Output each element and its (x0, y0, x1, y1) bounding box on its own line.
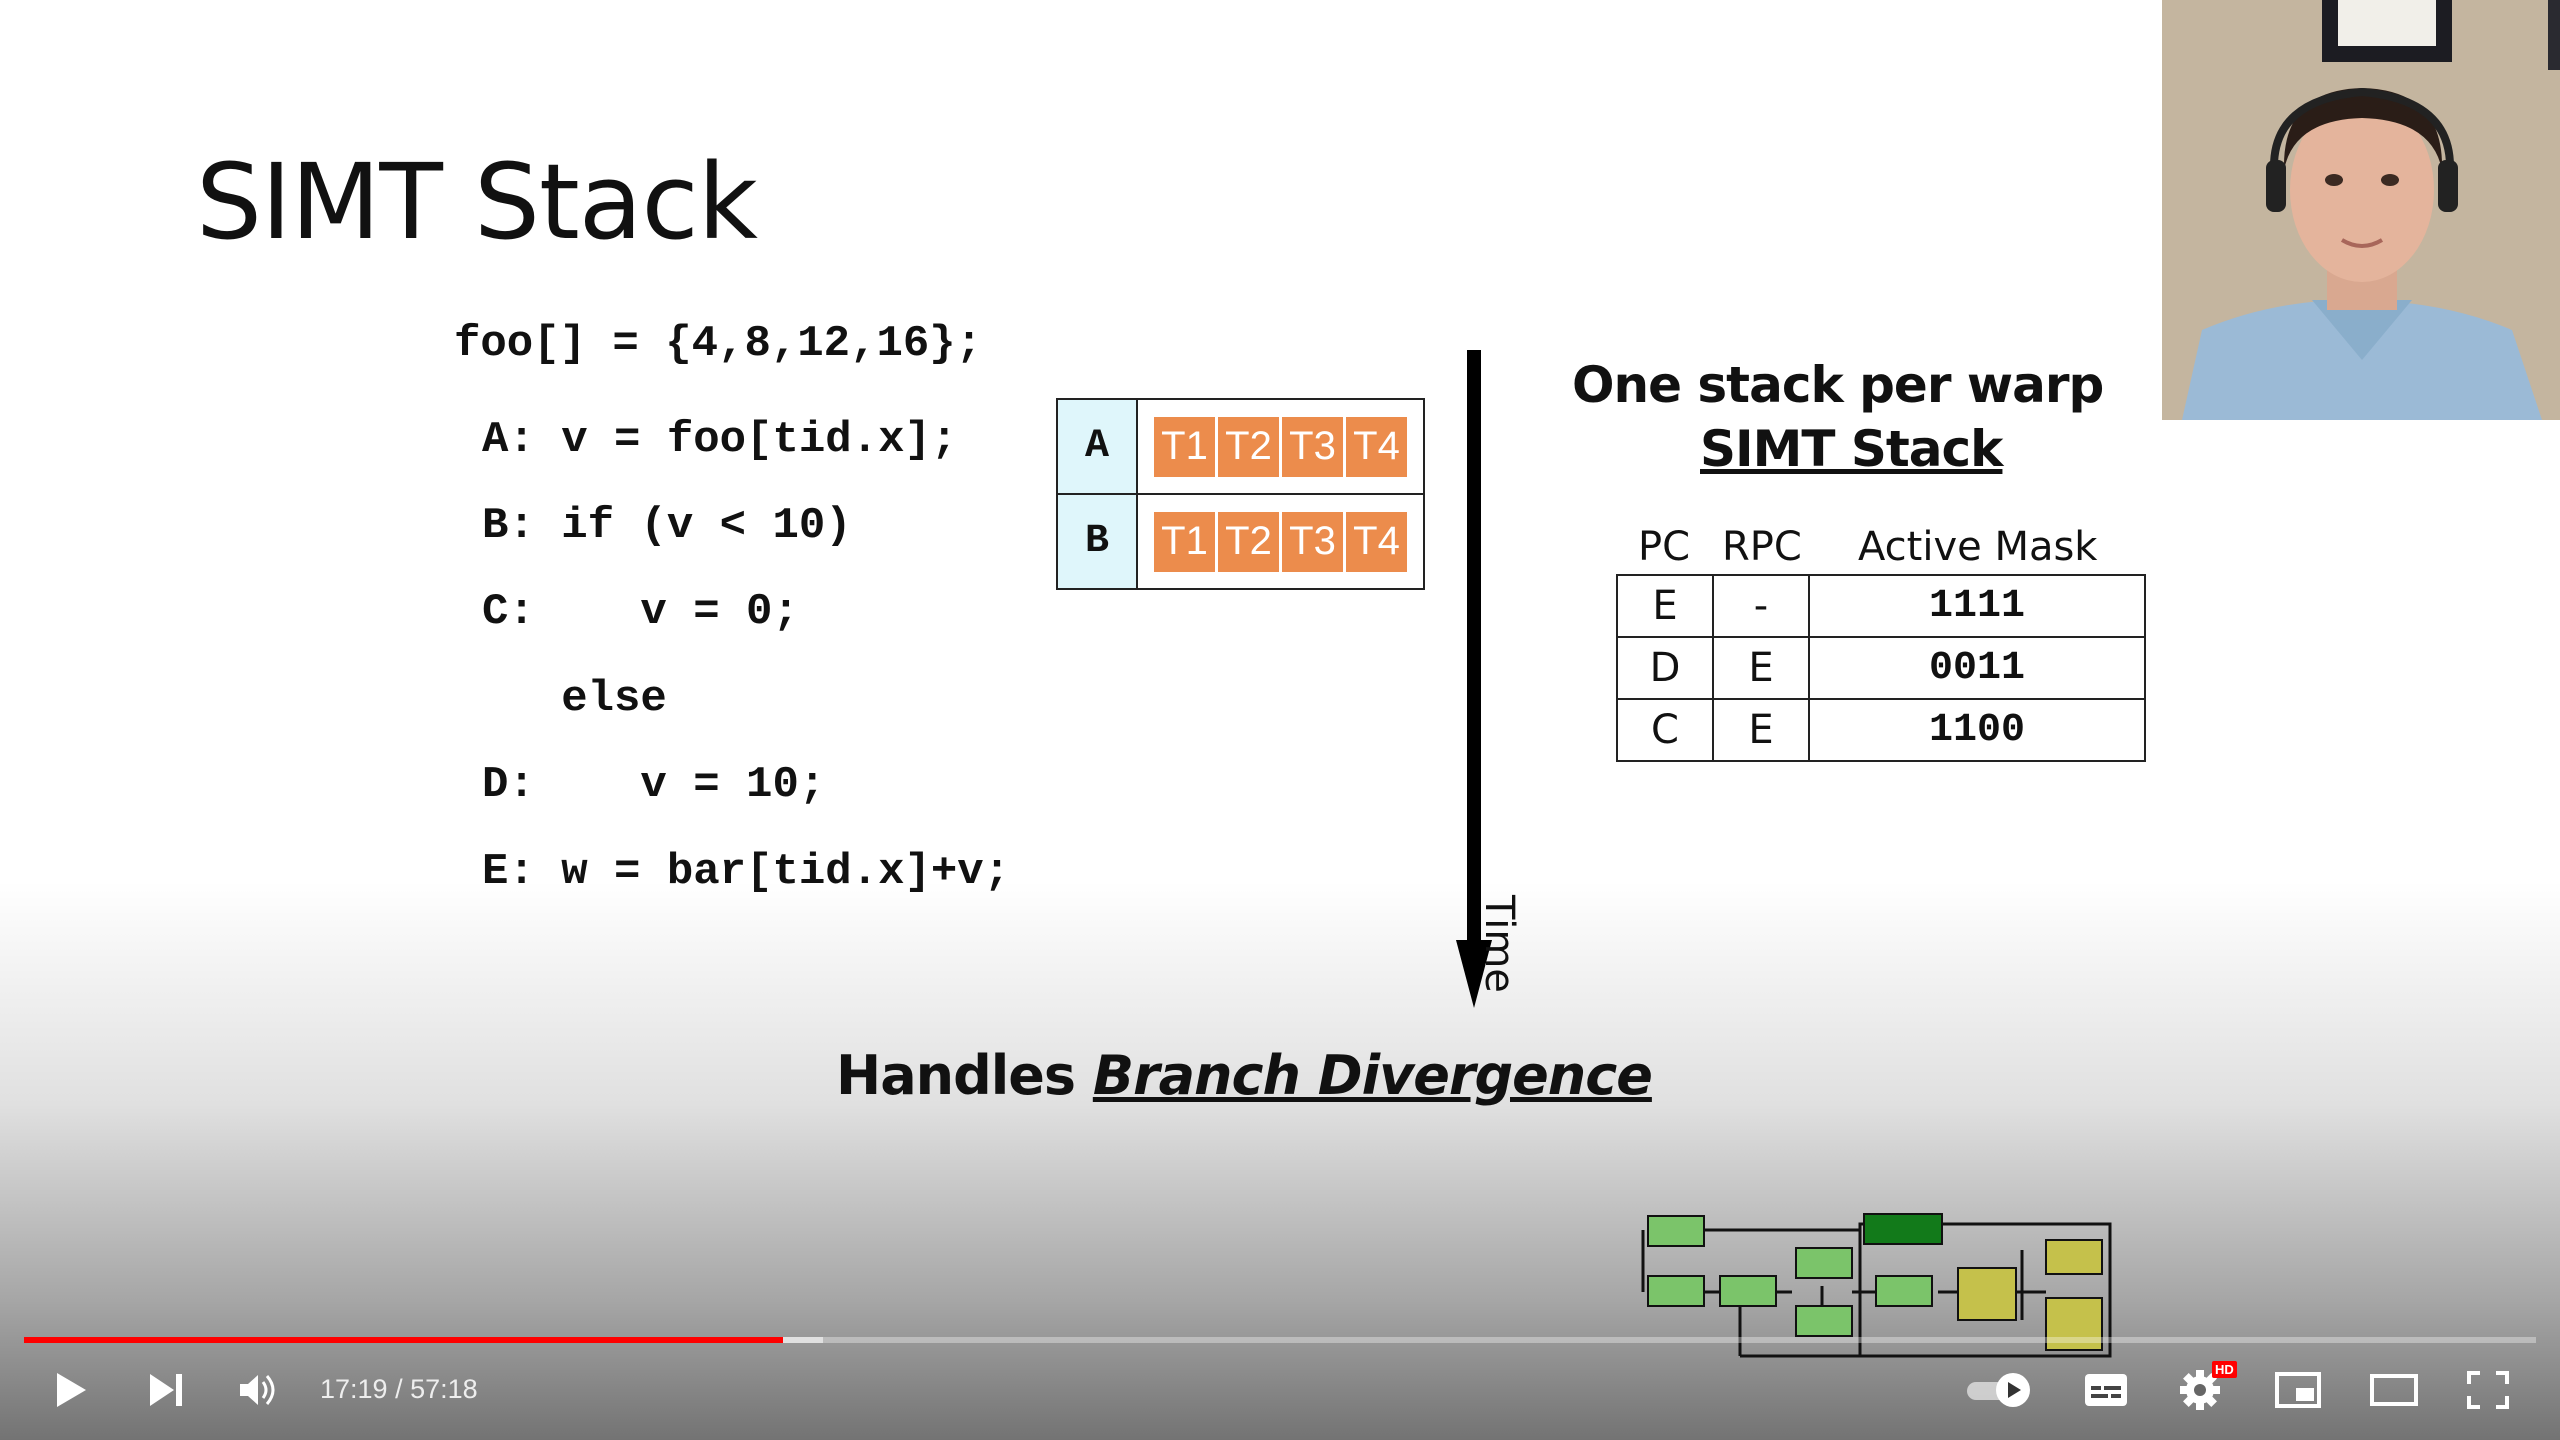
stack-row: C E 1100 (1616, 698, 2146, 762)
stack-cell-mask: 1100 (1808, 698, 2146, 762)
stack-subheading: SIMT Stack (1700, 420, 2003, 478)
slide-title: SIMT Stack (196, 141, 758, 263)
theater-mode-icon (2370, 1374, 2418, 1406)
simt-stack-table: E - 1111 D E 0011 C E 1100 (1616, 574, 2146, 762)
code-line: foo[] = {4,8,12,16}; (454, 319, 983, 369)
stack-cell-rpc: E (1712, 636, 1810, 700)
thread-table: A T1 T2 T3 T4 B T1 T2 T3 (1056, 398, 1425, 590)
presenter-webcam (2162, 0, 2560, 420)
play-button[interactable] (40, 1355, 102, 1425)
thread-row: A T1 T2 T3 T4 (1056, 398, 1425, 495)
next-icon (150, 1374, 182, 1406)
code-line: B: if (v < 10) (482, 501, 852, 551)
subtitles-button[interactable] (2074, 1355, 2138, 1425)
autoplay-toggle[interactable] (1960, 1355, 2040, 1425)
thread-box: T2 (1218, 416, 1279, 477)
thread-box: T3 (1282, 416, 1343, 477)
time-arrow-shaft (1467, 350, 1481, 950)
miniplayer-icon (2275, 1372, 2321, 1408)
stack-row: D E 0011 (1616, 636, 2146, 700)
stack-col-header: PC (1638, 524, 1691, 570)
theater-mode-button[interactable] (2362, 1355, 2426, 1425)
code-line: else (482, 674, 667, 724)
thread-row-label: A (1056, 398, 1138, 495)
fullscreen-icon (2467, 1371, 2509, 1409)
thread-box: T1 (1154, 511, 1215, 572)
stack-col-header: RPC (1722, 524, 1802, 570)
control-flow-graph-thumbnail (1641, 1213, 2112, 1358)
volume-button[interactable] (228, 1355, 290, 1425)
settings-button[interactable]: HD (2168, 1355, 2237, 1425)
presenter-image (2162, 0, 2560, 420)
subtitles-icon (2085, 1374, 2127, 1406)
progress-bar[interactable] (24, 1337, 2536, 1343)
stack-row: E - 1111 (1616, 574, 2146, 638)
code-line: A: v = foo[tid.x]; (482, 415, 958, 465)
time-arrow-label: Time (1476, 895, 1522, 993)
thread-box: T1 (1154, 416, 1215, 477)
progress-played (24, 1337, 783, 1343)
stack-cell-rpc: - (1712, 574, 1810, 638)
miniplayer-button[interactable] (2266, 1355, 2330, 1425)
code-line: E: w = bar[tid.x]+v; (482, 847, 1011, 897)
stack-cell-mask: 1111 (1808, 574, 2146, 638)
volume-icon (240, 1375, 275, 1405)
stack-cell-pc: C (1616, 698, 1714, 762)
settings-gear-icon (2180, 1370, 2220, 1410)
next-button[interactable] (135, 1355, 197, 1425)
thread-row-label: B (1056, 493, 1138, 590)
stack-col-header: Active Mask (1858, 524, 2098, 570)
footer-emphasis: Branch Divergence (1092, 1044, 1653, 1107)
thread-box: T4 (1346, 416, 1407, 477)
code-line: D: v = 10; (482, 760, 826, 810)
stack-cell-rpc: E (1712, 698, 1810, 762)
fullscreen-button[interactable] (2456, 1355, 2520, 1425)
footer-prefix: Handles (836, 1044, 1093, 1107)
thread-row: B T1 T2 T3 T4 (1056, 493, 1425, 590)
stack-cell-pc: E (1616, 574, 1714, 638)
code-line: C: v = 0; (482, 587, 799, 637)
stack-cell-mask: 0011 (1808, 636, 2146, 700)
thread-box: T2 (1218, 511, 1279, 572)
time-display: 17:19 / 57:18 (320, 1374, 478, 1404)
play-icon (57, 1373, 86, 1407)
slide-footer-text: Handles Branch Divergence (836, 1044, 1653, 1107)
stack-cell-pc: D (1616, 636, 1714, 700)
stack-heading: One stack per warp (1572, 356, 2104, 414)
hd-badge: HD (2212, 1361, 2237, 1378)
thread-box: T3 (1282, 511, 1343, 572)
player-controls: HD (0, 1355, 2560, 1425)
autoplay-toggle-icon (1967, 1373, 2030, 1407)
thread-box: T4 (1346, 511, 1407, 572)
